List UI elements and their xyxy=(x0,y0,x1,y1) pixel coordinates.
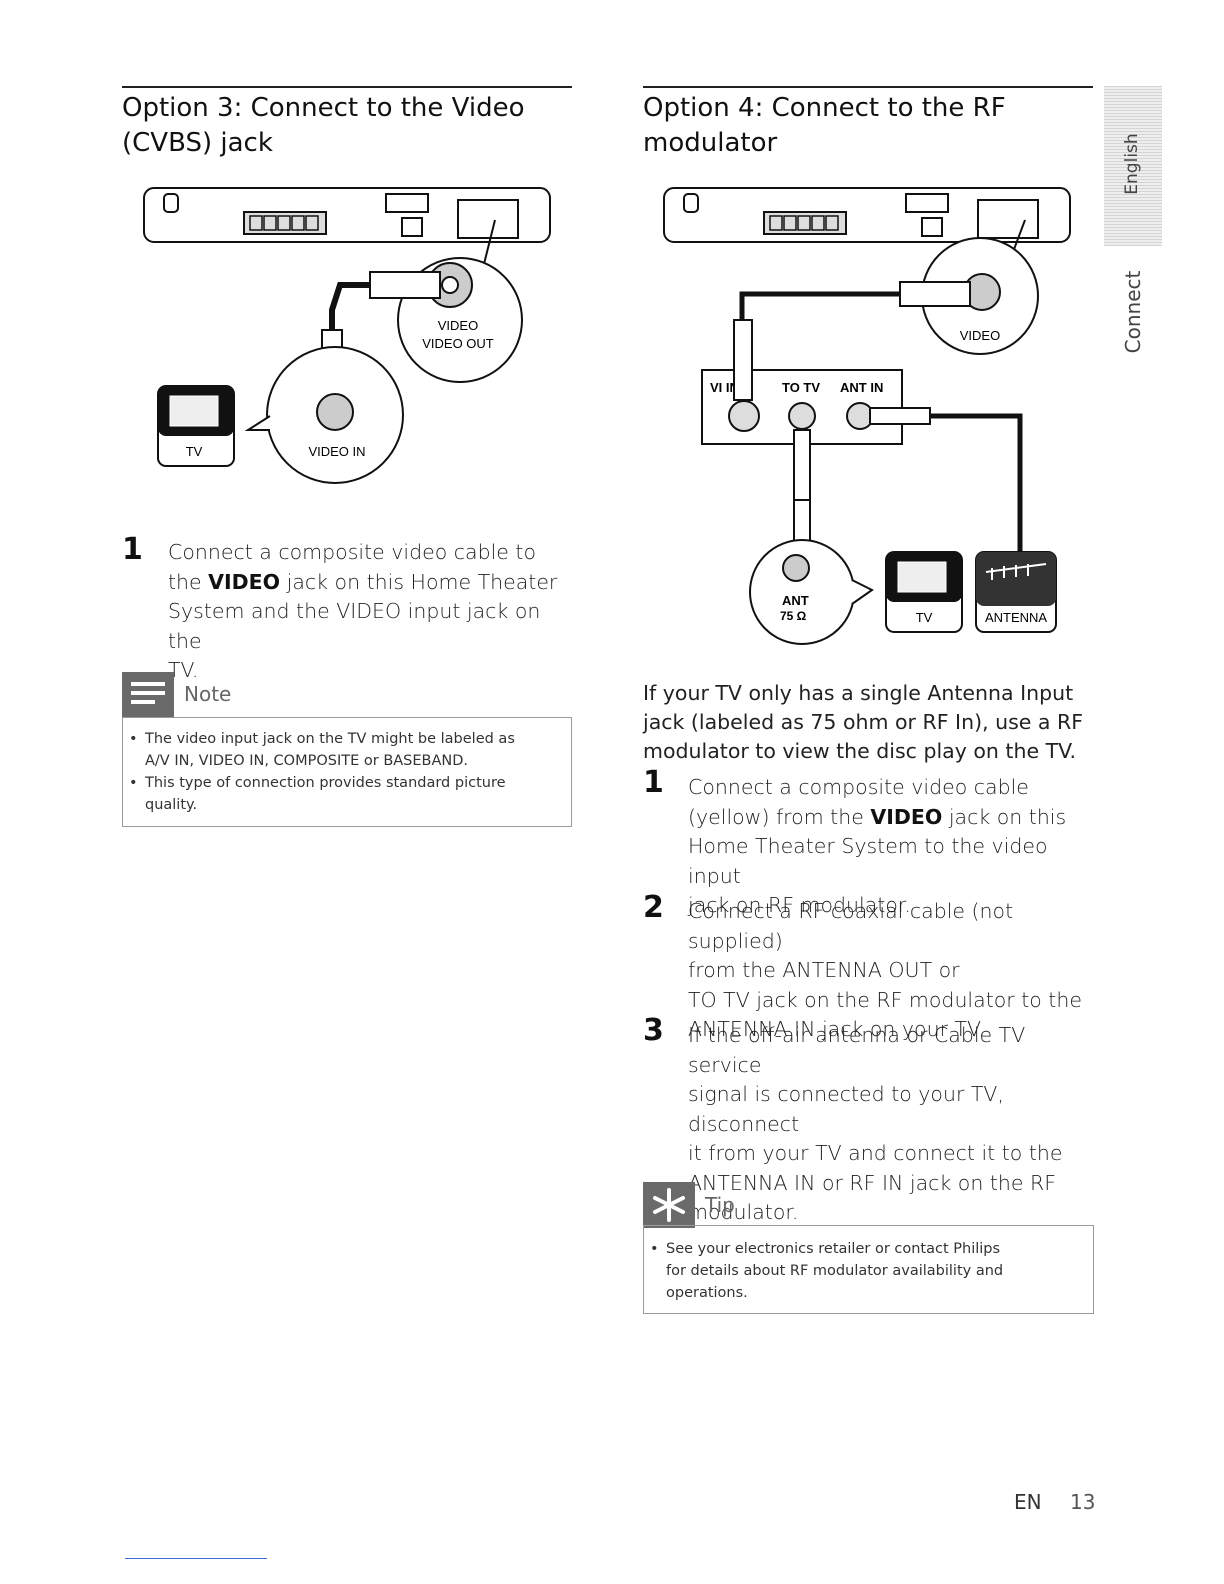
option4-step3-line2: signal is connected to your TV, disconne… xyxy=(688,1082,1004,1136)
option4-step3-text: If the off-air antenna or Cable TV servi… xyxy=(688,1021,1098,1228)
antenna-label: ANTENNA xyxy=(985,610,1047,625)
option3-step1-line2-pre: the xyxy=(168,569,209,594)
option3-step1-number: 1 xyxy=(122,532,143,567)
option4-step1-text: Connect a composite video cable (yellow)… xyxy=(688,773,1098,921)
option4-step3-line3: it from your TV and connect it to the xyxy=(688,1141,1063,1165)
option4-intro-line3: modulator to view the disc play on the T… xyxy=(643,739,1077,763)
option3-step1-line3: System and the VIDEO input jack on the xyxy=(168,599,541,653)
language-tab: English xyxy=(1104,86,1162,246)
ohm-label: 75 Ω xyxy=(780,609,807,623)
footer-page-number: 13 xyxy=(1070,1490,1096,1514)
option3-rule xyxy=(122,86,572,88)
note-box: The video input jack on the TV might be … xyxy=(122,717,572,827)
option4-step1-line1: Connect a composite video cable xyxy=(688,775,1029,799)
footer-link-rule xyxy=(125,1558,267,1559)
option4-step2-line4: ANTENNA IN jack on your TV. xyxy=(688,1017,985,1041)
ant-label: ANT xyxy=(782,593,809,608)
tip-item1-line2: for details about RF modulator availabil… xyxy=(666,1263,1004,1279)
option4-step3-line5: modulator. xyxy=(688,1200,799,1224)
option4-step1-line2-pre: (yellow) from the xyxy=(688,804,871,829)
video-in-label: VIDEO IN xyxy=(308,444,365,459)
footer-lang: EN xyxy=(1014,1490,1042,1514)
note-item2-line2: quality. xyxy=(145,797,198,813)
option3-step1-text: Connect a composite video cable to the V… xyxy=(168,538,568,686)
option4-intro-line2: jack (labeled as 75 ohm or RF In), use a… xyxy=(643,710,1084,734)
rf-video-label: VIDEO xyxy=(960,328,1000,343)
tv-label: TV xyxy=(186,444,203,459)
note-item2-line1: This type of connection provides standar… xyxy=(145,775,506,791)
option4-step2-line3: TO TV jack on the RF modulator to the xyxy=(688,987,1082,1012)
to-tv-label: TO TV xyxy=(782,380,820,395)
option3-step1-line2-post: jack on this Home Theater xyxy=(280,569,558,594)
option4-title-line2: modulator xyxy=(643,128,778,158)
option4-step3-line1: If the off-air antenna or Cable TV servi… xyxy=(688,1023,1026,1077)
tip-item1-line3: operations. xyxy=(666,1285,748,1301)
option4-step3-line4: ANTENNA IN or RF IN jack on the RF xyxy=(688,1170,1057,1195)
option4-step3-number: 3 xyxy=(643,1013,664,1048)
option3-title-line1: Option 3: Connect to the Video xyxy=(122,93,525,123)
note-item1-line1: The video input jack on the TV might be … xyxy=(145,731,515,747)
option4-step1-video-bold: VIDEO xyxy=(870,804,943,829)
tip-item-1: See your electronics retailer or contact… xyxy=(644,1238,1093,1304)
vid-in-label: VI IN xyxy=(710,380,739,395)
option4-step2-text: Connect a RF coaxial cable (not supplied… xyxy=(688,897,1098,1045)
option4-step1-line2: (yellow) from the VIDEO jack on this xyxy=(688,803,1098,833)
note-icon xyxy=(122,672,174,718)
ant-in-label: ANT IN xyxy=(840,380,883,395)
note-item-1: The video input jack on the TV might be … xyxy=(123,728,571,772)
option3-step1-video-bold: VIDEO xyxy=(208,569,281,594)
note-item1-line2: A/V IN, VIDEO IN, COMPOSITE or BASEBAND. xyxy=(145,753,469,769)
option4-step2-number: 2 xyxy=(643,890,664,925)
cvbs-connection-diagram: VIDEO VIDEO OUT VIDEO IN TV xyxy=(143,187,551,484)
tip-item1-line1: See your electronics retailer or contact… xyxy=(666,1241,1001,1257)
rf-tv-label: TV xyxy=(916,610,933,625)
tip-title: Tip xyxy=(705,1193,735,1217)
option4-step1-number: 1 xyxy=(643,765,664,800)
option4-step1-line4: jack on RF modulator. xyxy=(688,893,911,917)
rf-modulator-diagram: VIDEO VI IN TO TV ANT IN ANT 75 Ω TV ANT… xyxy=(663,187,1071,645)
option4-rule xyxy=(643,86,1093,88)
option4-step2-line1: Connect a RF coaxial cable (not supplied… xyxy=(688,899,1014,953)
option4-intro-line1: If your TV only has a single Antenna Inp… xyxy=(643,681,1074,705)
video-out-label: VIDEO OUT xyxy=(422,336,494,351)
video-label: VIDEO xyxy=(438,318,478,333)
tip-box: See your electronics retailer or contact… xyxy=(643,1225,1094,1314)
option4-step1-line2-post: jack on this xyxy=(942,804,1067,829)
language-tab-label: English xyxy=(1122,133,1142,195)
option3-step1-line2: the VIDEO jack on this Home Theater xyxy=(168,568,568,598)
option3-title-line2: (CVBS) jack xyxy=(122,128,273,158)
option4-intro: If your TV only has a single Antenna Inp… xyxy=(643,679,1093,766)
note-item-2: This type of connection provides standar… xyxy=(123,772,571,816)
option4-title-line1: Option 4: Connect to the RF xyxy=(643,93,1006,123)
option4-step2-line2: from the ANTENNA OUT or xyxy=(688,958,960,982)
note-title: Note xyxy=(184,682,232,706)
option3-step1-line1: Connect a composite video cable to xyxy=(168,540,536,564)
tip-icon xyxy=(643,1182,695,1228)
option4-step1-line3: Home Theater System to the video input xyxy=(688,834,1048,888)
section-tab-label: Connect xyxy=(1121,270,1145,354)
